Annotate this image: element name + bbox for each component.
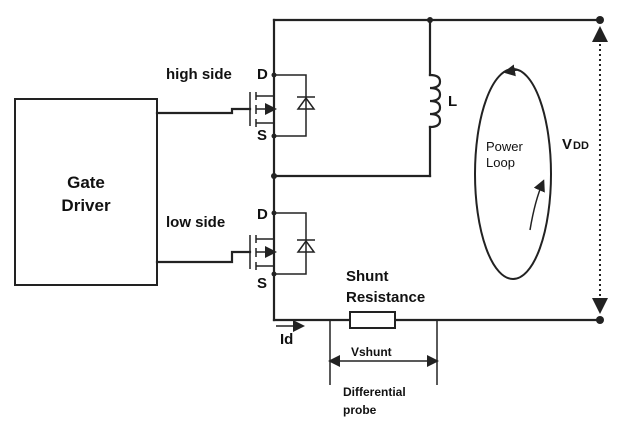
- power-loop-arrow-top: [503, 64, 518, 77]
- low-side-diode: [274, 212, 316, 275]
- power-loop-label-1: Power: [486, 139, 524, 154]
- high-drain-label: D: [257, 66, 268, 83]
- shunt-resistor: [349, 311, 396, 329]
- low-drain-label: D: [257, 206, 268, 223]
- junction-dot: [271, 173, 277, 179]
- power-loop-arrow-right: [529, 179, 545, 231]
- junction-dot: [427, 17, 433, 23]
- vshunt-label: Vshunt: [351, 345, 392, 359]
- high-side-gate-wire: [155, 107, 252, 115]
- vdd-label-main: V: [562, 136, 572, 153]
- id-label: Id: [280, 331, 293, 348]
- terminal-dot: [596, 316, 604, 324]
- low-side-label: low side: [166, 214, 225, 231]
- inductor-coil: [428, 73, 442, 129]
- gate-driver-label-1: Gate: [67, 173, 105, 192]
- high-source-label: S: [257, 127, 267, 144]
- high-side-diode: [274, 74, 316, 137]
- vdd-label-sub: DD: [573, 140, 589, 152]
- power-loop-label-2: Loop: [486, 155, 515, 170]
- low-side-gate-wire: [155, 250, 252, 264]
- gate-driver-label-2: Driver: [61, 196, 111, 215]
- probe-label-1: Differential: [343, 385, 406, 399]
- low-side-mosfet: [249, 213, 277, 274]
- power-loop-ellipse: [474, 68, 552, 280]
- probe-label-2: probe: [343, 403, 377, 417]
- shunt-label-2: Resistance: [346, 289, 425, 306]
- high-side-label: high side: [166, 66, 232, 83]
- inductor-label: L: [448, 93, 457, 110]
- gate-driver-box: [14, 98, 158, 286]
- shunt-label-1: Shunt: [346, 268, 389, 285]
- low-source-label: S: [257, 275, 267, 292]
- terminal-dot: [596, 16, 604, 24]
- high-side-mosfet: [249, 75, 277, 136]
